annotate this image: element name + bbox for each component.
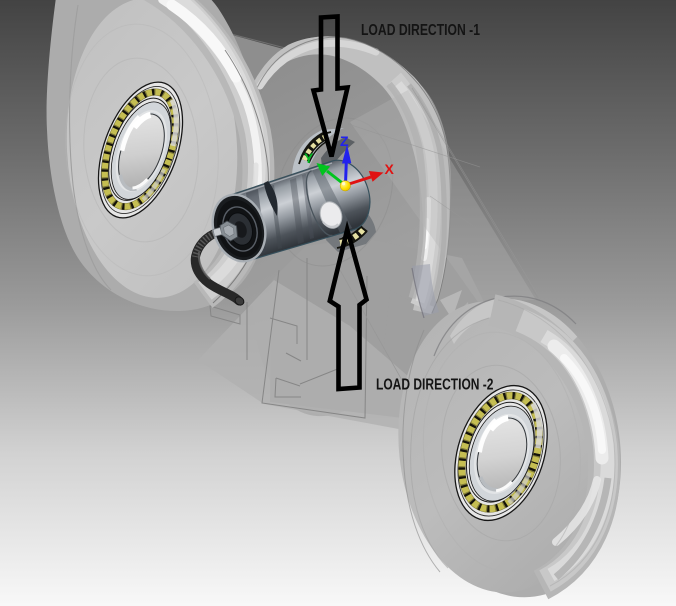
svg-text:Y: Y	[304, 150, 314, 166]
svg-text:X: X	[385, 161, 395, 177]
svg-text:LOAD DIRECTION -1: LOAD DIRECTION -1	[361, 22, 480, 39]
svg-text:Z: Z	[340, 133, 349, 149]
svg-text:LOAD DIRECTION -2: LOAD DIRECTION -2	[376, 377, 494, 394]
